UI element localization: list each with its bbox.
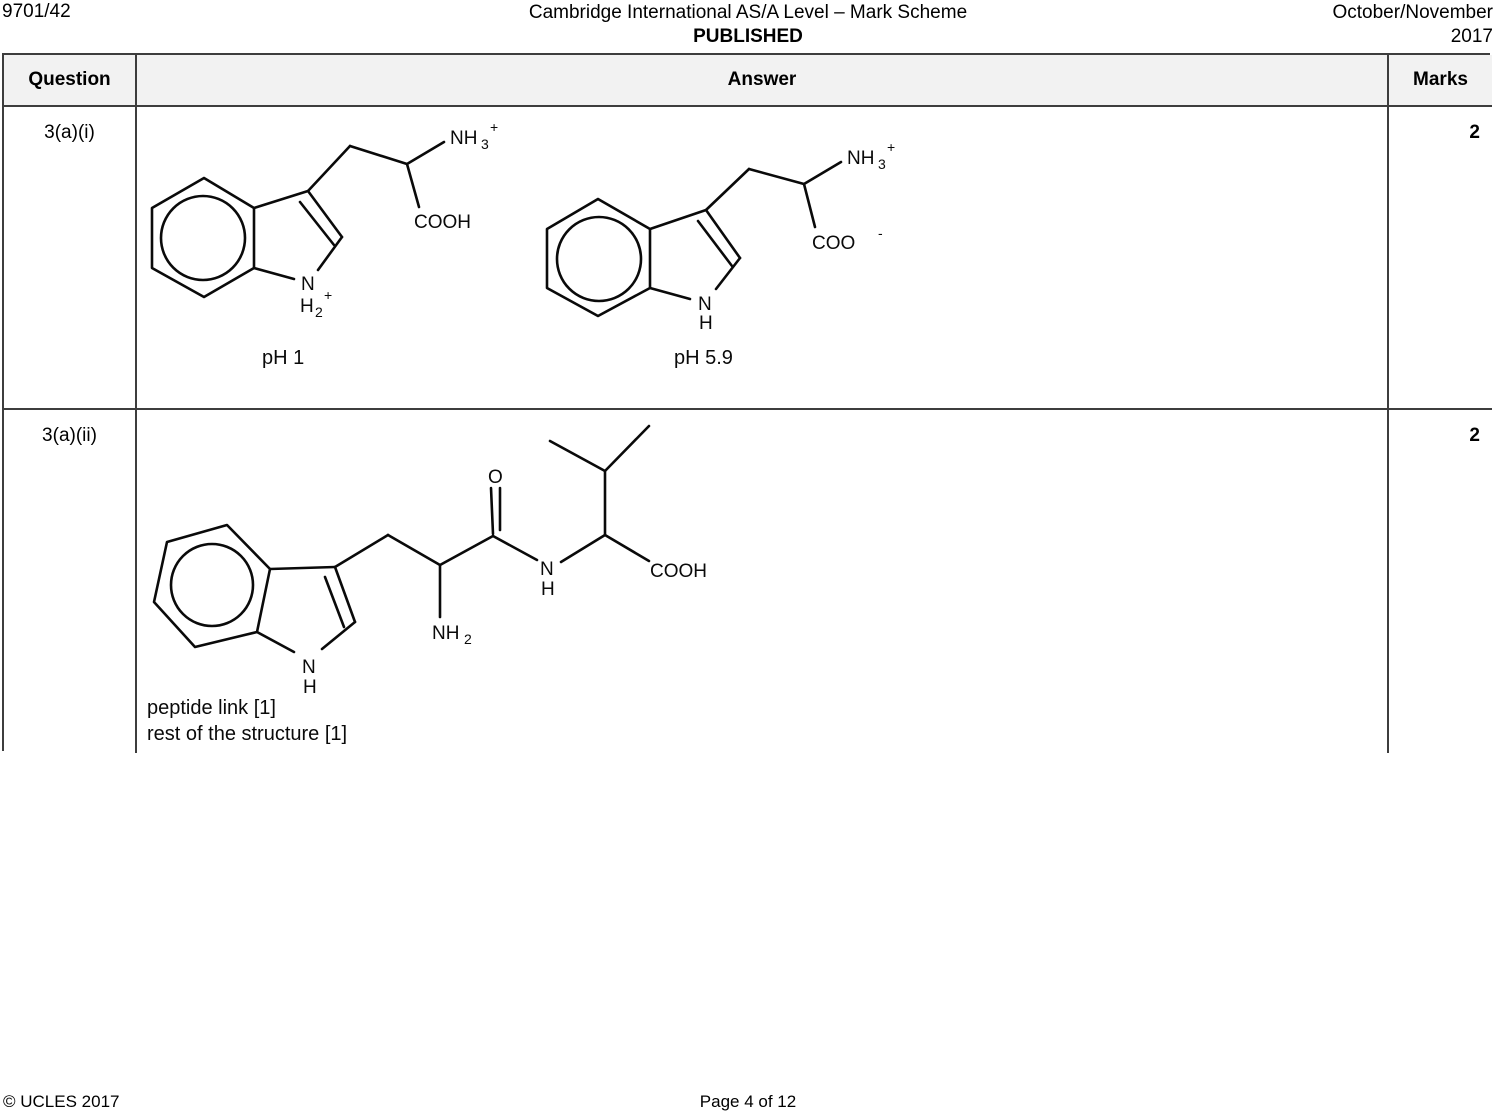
ammonium-label: NH 3 + bbox=[847, 139, 895, 172]
dipeptide-structure-diagram: N H O bbox=[147, 424, 707, 745]
ring-h-text: H bbox=[303, 677, 317, 698]
structure-tryptophan-ph1: NH 3 + COOH N H 2 + pH 1 bbox=[150, 119, 498, 369]
ring-h-subscript: 2 bbox=[315, 304, 323, 320]
nh-plus: + bbox=[490, 119, 498, 135]
column-header-question: Question bbox=[4, 55, 137, 107]
exam-year: 2017 bbox=[1450, 26, 1493, 47]
page-number: Page 4 of 12 bbox=[699, 1092, 797, 1111]
carboxylate-label: COO - bbox=[812, 225, 883, 254]
nh-text: NH bbox=[450, 128, 477, 149]
header-right: October/November 2017 bbox=[1332, 1, 1493, 49]
amide-h-text: H bbox=[541, 579, 555, 600]
exam-session: October/November bbox=[1332, 2, 1493, 23]
pyrrole-ring-bonds bbox=[255, 565, 357, 654]
ph1-caption: pH 1 bbox=[262, 347, 304, 369]
pyrrole-ring-bonds bbox=[252, 189, 344, 281]
nh-subscript: 3 bbox=[481, 136, 489, 152]
header-center: Cambridge International AS/A Level – Mar… bbox=[0, 1, 1496, 49]
question-number-3aii: 3(a)(ii) bbox=[4, 410, 137, 753]
side-chain-bonds bbox=[306, 140, 446, 209]
ring-nh2-plus-label: N H 2 + bbox=[300, 274, 332, 320]
aromatic-circle bbox=[555, 215, 643, 303]
note-rest-of-structure: rest of the structure [1] bbox=[147, 723, 347, 745]
ring-h-plus: + bbox=[324, 287, 332, 303]
ring-n-text: N bbox=[698, 294, 712, 315]
mark-scheme-table: Question Answer Marks 3(a)(i) bbox=[2, 53, 1492, 753]
nh-text: NH bbox=[432, 623, 459, 644]
tryptophan-structures-diagram: NH 3 + COOH N H 2 + pH 1 bbox=[150, 119, 895, 369]
ring-h-text: H bbox=[699, 313, 713, 334]
document-title: Cambridge International AS/A Level – Mar… bbox=[528, 2, 968, 23]
marks-value-3aii: 2 bbox=[1389, 410, 1492, 753]
ring-nh-label: N H bbox=[698, 294, 713, 334]
amide-nh-label: N H bbox=[540, 559, 555, 600]
coo-text: COO bbox=[812, 233, 855, 254]
nh-plus: + bbox=[887, 139, 895, 155]
ring-nh-label: N H bbox=[302, 657, 317, 698]
pyrrole-ring-bonds bbox=[648, 208, 742, 301]
carbonyl-o-label: O bbox=[488, 467, 503, 488]
coo-minus: - bbox=[878, 225, 883, 241]
question-number-3ai: 3(a)(i) bbox=[4, 107, 137, 410]
marks-value-3ai: 2 bbox=[1389, 107, 1492, 410]
structure-tryptophan-ph59: NH 3 + COO - N H pH 5.9 bbox=[545, 139, 895, 369]
published-label: PUBLISHED bbox=[693, 26, 803, 47]
ring-n-text: N bbox=[301, 274, 315, 295]
amine-nh2-label: NH 2 bbox=[432, 623, 472, 647]
side-chain-bonds bbox=[704, 160, 843, 229]
page-header: 9701/42 Cambridge International AS/A Lev… bbox=[0, 0, 1496, 53]
backbone-bonds bbox=[333, 424, 651, 619]
marking-notes: peptide link [1] rest of the structure [… bbox=[147, 697, 347, 745]
column-header-answer: Answer bbox=[137, 55, 1389, 107]
ring-h-text: H bbox=[300, 296, 314, 317]
ring-n-text: N bbox=[302, 657, 316, 678]
cooh-label: COOH bbox=[650, 561, 707, 582]
column-header-marks: Marks bbox=[1389, 55, 1492, 107]
nh-text: NH bbox=[847, 148, 874, 169]
cooh-label: COOH bbox=[414, 212, 471, 233]
copyright-text: © UCLES 2017 bbox=[3, 1092, 120, 1111]
ammonium-label: NH 3 + bbox=[450, 119, 498, 152]
aromatic-circle bbox=[159, 194, 247, 282]
structure-trp-val-dipeptide: N H O bbox=[152, 424, 707, 698]
ph59-caption: pH 5.9 bbox=[674, 347, 733, 369]
amide-n-text: N bbox=[540, 559, 554, 580]
paper-code: 9701/42 bbox=[2, 1, 71, 22]
answer-cell-3ai: NH 3 + COOH N H 2 + pH 1 bbox=[137, 107, 1389, 410]
answer-cell-3aii: N H O bbox=[137, 410, 1389, 753]
note-peptide-link: peptide link [1] bbox=[147, 697, 276, 719]
nh-subscript: 2 bbox=[464, 631, 472, 647]
nh-subscript: 3 bbox=[878, 156, 886, 172]
aromatic-circle bbox=[169, 542, 255, 628]
